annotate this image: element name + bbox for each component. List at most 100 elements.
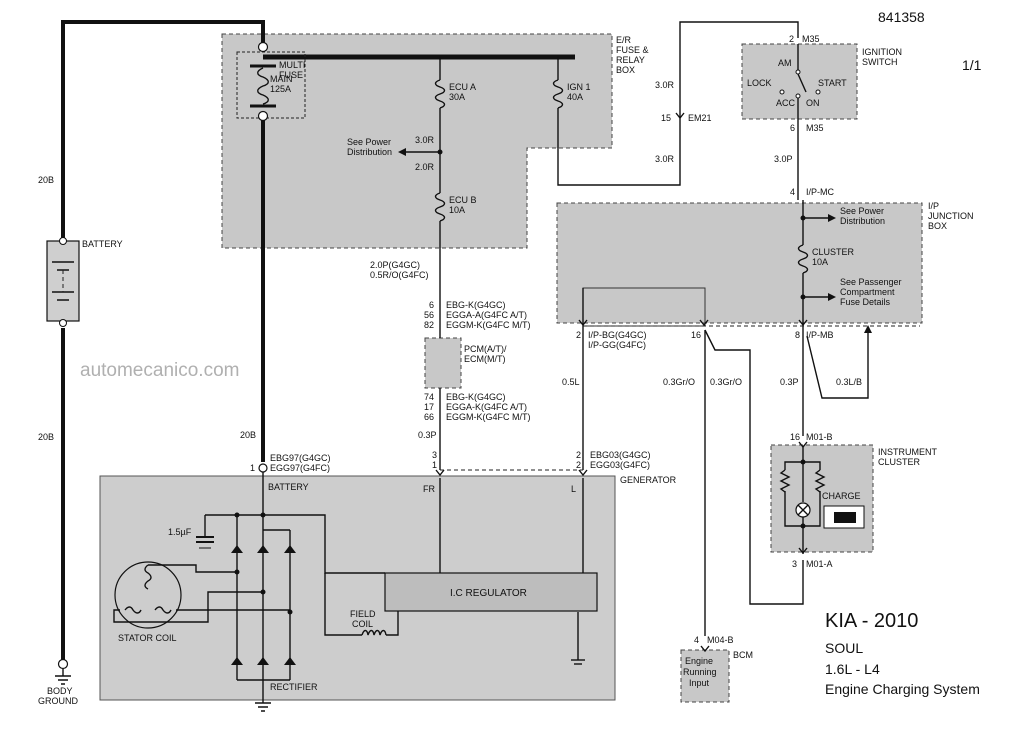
pcm-name-1: PCM(A/T)/ — [464, 344, 507, 354]
ip-junction-box — [556, 202, 923, 324]
charge-label: CHARGE — [822, 491, 861, 501]
stator-winding-3 — [154, 606, 172, 614]
body-ground-label-2: GROUND — [38, 696, 78, 706]
pcm-wire-in-1: 2.0P(G4GC) — [370, 260, 420, 270]
bcm-conn: M04-B — [707, 635, 734, 645]
ip-conn-top: I/P-MC — [806, 187, 834, 197]
cluster-name-1: INSTRUMENT — [878, 447, 937, 457]
ignition-acc: ACC — [776, 98, 796, 108]
charge-battery-body-icon — [834, 512, 856, 523]
field-coil-label-1: FIELD — [350, 609, 376, 619]
battery-wire-top: 20B — [38, 175, 54, 185]
stator-winding-1 — [144, 564, 152, 590]
bcm-input-2: Running — [683, 667, 717, 677]
body-ground-label-1: BODY — [47, 686, 73, 696]
ip-pin-m-connector-icon — [699, 319, 709, 327]
ignition-on-contact — [795, 93, 801, 99]
diode-upper-1 — [231, 545, 243, 553]
diode-lower-2 — [257, 657, 269, 665]
wire-03gro-label-b: 0.3Gr/O — [710, 377, 742, 387]
ic-regulator — [384, 572, 598, 612]
doc-number: 841358 — [878, 9, 925, 25]
fuse-box-name-1: E/R — [616, 35, 632, 45]
pcm-bot-pin-2: 17 — [424, 402, 434, 412]
gen-batt-conn-2: EGG97(G4FC) — [270, 463, 330, 473]
ign1-to-ignition-wire — [557, 21, 799, 186]
ignition-name-1: IGNITION — [862, 47, 902, 57]
ignition-name-2: SWITCH — [862, 57, 898, 67]
cluster-bottom-connector-icon — [798, 547, 808, 555]
diode-upper-3 — [284, 545, 296, 553]
generator-name: GENERATOR — [620, 475, 677, 485]
battery-terminal-pos — [59, 237, 67, 245]
ignition-lock: LOCK — [747, 78, 772, 88]
instrument-cluster-box — [770, 444, 874, 553]
ecu-a-fuse — [434, 79, 446, 109]
main-fuse-rating: 125A — [270, 84, 291, 94]
ignition-pin-bot: 6 — [790, 123, 795, 133]
ip-conn-l-2: I/P-GG(G4FC) — [588, 340, 646, 350]
cluster-conn-bot: M01-A — [806, 559, 833, 569]
gen-l-conn-1: EBG03(G4GC) — [590, 450, 651, 460]
ign1-fuse — [552, 79, 564, 109]
battery-positive-wire — [61, 20, 265, 238]
fuse-wire-3-0r: 3.0R — [415, 135, 435, 145]
em21-connector-icon — [675, 112, 685, 120]
ip-pin-r: 8 — [795, 330, 800, 340]
em21-pin: 15 — [661, 113, 671, 123]
gen-fr-pin-a: 3 — [432, 450, 437, 460]
stator-winding-2 — [124, 606, 142, 614]
pcm-bot-pin-1: 74 — [424, 392, 434, 402]
bcm-pin: 4 — [694, 635, 699, 645]
diode-upper-2 — [257, 545, 269, 553]
ip-pin-m: 16 — [691, 330, 701, 340]
ip-see-power-2: Distribution — [840, 216, 885, 226]
pcm-bot-pin-3: 66 — [424, 412, 434, 422]
bcm-name: BCM — [733, 650, 753, 660]
wire-03p-label: 0.3P — [780, 377, 799, 387]
gen-l-connector-icon — [578, 469, 588, 477]
ip-see-pass-arrow-icon — [828, 293, 836, 301]
title-make-year: KIA - 2010 — [825, 610, 918, 632]
stator-phase-2 — [113, 591, 263, 623]
gen-l-label: L — [571, 484, 576, 494]
rect-node-5 — [287, 609, 293, 615]
cluster-fuse-rating: 10A — [812, 257, 828, 267]
gen-batt-conn-1: EBG97(G4GC) — [270, 453, 331, 463]
cluster-name-2: CLUSTER — [878, 457, 921, 467]
field-coil — [361, 629, 387, 636]
see-power-label-1: See Power — [347, 137, 391, 147]
pcm-bot-conn-2: EGGA-K(G4FC A/T) — [446, 402, 527, 412]
ignition-start-contact — [815, 89, 821, 95]
ignition-conn-top: M35 — [802, 34, 820, 44]
pcm-top-conn-2: EGGA-A(G4FC A/T) — [446, 310, 527, 320]
rect-node-1 — [234, 512, 240, 518]
gen-l-pin-a: 2 — [576, 450, 581, 460]
ign-wire-3-0r-a: 3.0R — [655, 80, 675, 90]
stator-phase-1 — [148, 564, 237, 573]
title-system: Engine Charging System — [825, 681, 980, 697]
pcm-top-pin-2: 56 — [424, 310, 434, 320]
bcm-box — [680, 649, 730, 703]
ignition-acc-contact — [779, 89, 785, 95]
pcm-wire-out: 0.3P — [418, 430, 437, 440]
field-coil-label-2: COIL — [352, 619, 373, 629]
pcm-wire-in-2: 0.5R/O(G4FC) — [370, 270, 429, 280]
ip-pin-r-connector-icon — [798, 319, 808, 327]
ecu-b-rating: 10A — [449, 205, 465, 215]
rectifier-label: RECTIFIER — [270, 682, 318, 692]
pcm-top-conn-1: EBG-K(G4GC) — [446, 300, 506, 310]
ignition-am-contact — [795, 69, 801, 75]
fuse-box-name-3: RELAY — [616, 55, 645, 65]
ecu-b-fuse — [434, 192, 446, 222]
diode-lower-3 — [284, 657, 296, 665]
gen-battery-label: BATTERY — [268, 482, 309, 492]
ip-see-pass-1: See Passenger — [840, 277, 902, 287]
ip-see-power-1: See Power — [840, 206, 884, 216]
stator-coil-circle — [114, 561, 182, 629]
cluster-conn-top: M01-B — [806, 432, 833, 442]
battery-label: BATTERY — [82, 239, 123, 249]
stator-label: STATOR COIL — [118, 633, 177, 643]
battery-wire-bottom: 20B — [38, 432, 54, 442]
